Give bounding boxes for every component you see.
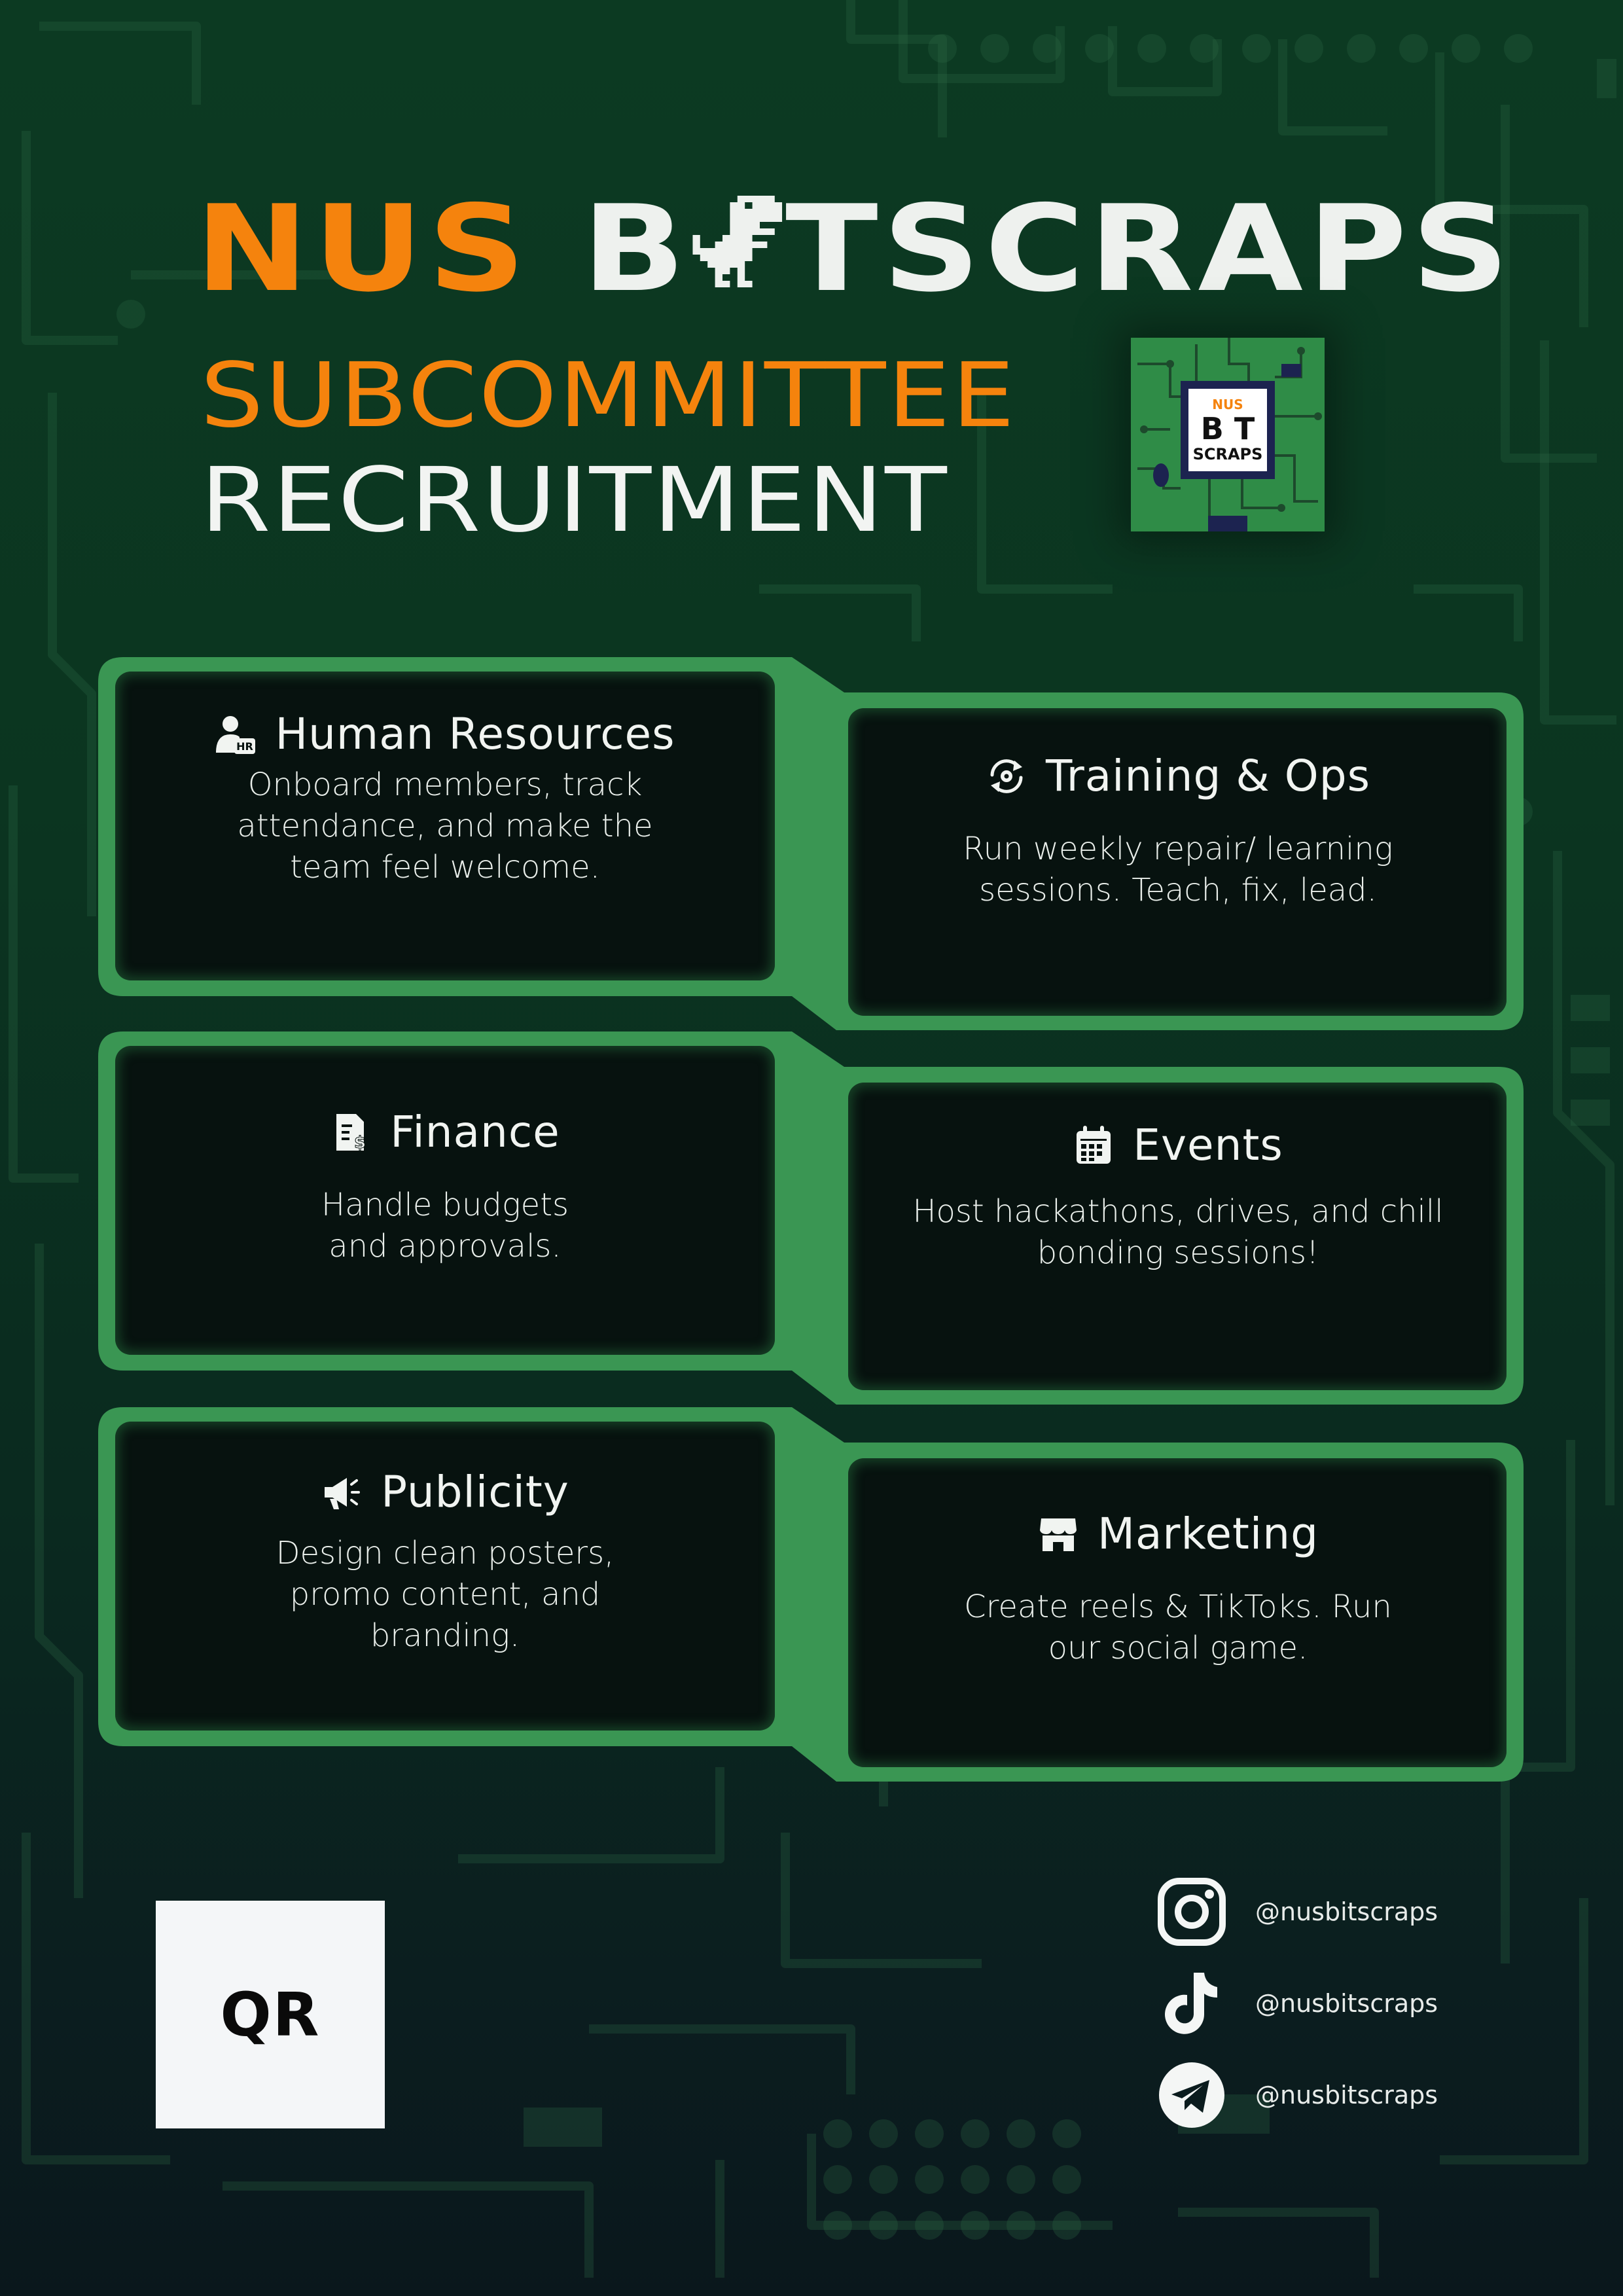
- title-brand: B TSCRAPS: [582, 179, 1514, 318]
- card-content-marketing: Marketing Create reels & TikToks. Run ou…: [897, 1508, 1459, 1669]
- qr-code-placeholder[interactable]: QR: [156, 1901, 385, 2128]
- card-publicity: [115, 1422, 775, 1731]
- tiktok-handle: @nusbitscraps: [1255, 1989, 1438, 2018]
- telegram-handle: @nusbitscraps: [1255, 2081, 1438, 2109]
- social-telegram[interactable]: @nusbitscraps: [1157, 2059, 1484, 2131]
- refresh-gear-icon: [990, 759, 1023, 793]
- invoice-dollar-icon: $: [336, 1114, 366, 1153]
- card-events: [848, 1083, 1507, 1390]
- subtitle-recruitment: RECRUITMENT: [200, 449, 949, 552]
- card-marketing: [848, 1458, 1507, 1767]
- card-content-human-resources: HR Human Resources Onboard members, trac…: [164, 708, 726, 888]
- logo-text-bit: B T: [1200, 411, 1255, 446]
- card-content-finance: $ Finance Handle budgets and approvals.: [164, 1106, 726, 1267]
- social-instagram[interactable]: @nusbitscraps: [1157, 1876, 1484, 1948]
- card-title-publicity: Publicity: [381, 1467, 569, 1517]
- card-desc-marketing: Create reels & TikToks. Run our social g…: [964, 1588, 1392, 1666]
- card-training-ops: [848, 708, 1507, 1016]
- card-finance: [115, 1046, 775, 1355]
- logo-text-scraps: SCRAPS: [1192, 445, 1263, 463]
- card-title-finance: Finance: [390, 1107, 560, 1157]
- instagram-icon: [1158, 1878, 1226, 1946]
- card-desc-finance: Handle budgets and approvals.: [321, 1187, 569, 1265]
- megaphone-icon: [325, 1478, 361, 1509]
- card-desc-publicity: Design clean posters, promo content, and…: [276, 1535, 615, 1654]
- card-desc-training-ops: Run weekly repair/ learning sessions. Te…: [963, 831, 1393, 908]
- storefront-icon: [1040, 1518, 1077, 1551]
- logo-chip-face: [1188, 389, 1267, 471]
- title-brand-rest: TSCRAPS: [785, 179, 1514, 318]
- card-content-events: Events Host hackathons, drives, and chil…: [897, 1119, 1459, 1274]
- svg-text:$: $: [354, 1133, 366, 1153]
- title-brand-b: B: [582, 179, 690, 318]
- card-content-training-ops: Training & Ops Run weekly repair/ learni…: [897, 750, 1459, 911]
- hr-person-icon: HR: [216, 716, 256, 754]
- social-tiktok[interactable]: @nusbitscraps: [1157, 1967, 1484, 2039]
- tiktok-icon: [1165, 1973, 1217, 2034]
- card-content-publicity: Publicity Design clean posters, promo co…: [164, 1466, 726, 1657]
- qr-label: QR: [220, 1979, 321, 2050]
- card-title-marketing: Marketing: [1097, 1509, 1319, 1559]
- pixel-dino-icon: [692, 196, 783, 287]
- logo-text-nus: NUS: [1212, 397, 1243, 412]
- poster-title: NUS B TSCRAPS: [195, 177, 1514, 321]
- calendar-icon: [1077, 1126, 1111, 1164]
- circuit-board-logo: [1137, 338, 1322, 531]
- svg-text:HR: HR: [237, 740, 254, 753]
- card-title-human-resources: Human Resources: [275, 709, 675, 759]
- card-title-events: Events: [1133, 1120, 1283, 1170]
- card-title-training-ops: Training & Ops: [1045, 751, 1371, 801]
- card-desc-human-resources: Onboard members, track attendance, and m…: [237, 766, 653, 886]
- card-desc-events: Host hackathons, drives, and chill bondi…: [912, 1193, 1444, 1271]
- subtitle-subcommittee: SUBCOMMITTEE: [200, 344, 1016, 448]
- title-nus: NUS: [195, 179, 531, 318]
- bitscraps-logo: NUS B T SCRAPS: [1131, 338, 1325, 531]
- telegram-icon: [1159, 2062, 1224, 2128]
- instagram-handle: @nusbitscraps: [1255, 1897, 1438, 1926]
